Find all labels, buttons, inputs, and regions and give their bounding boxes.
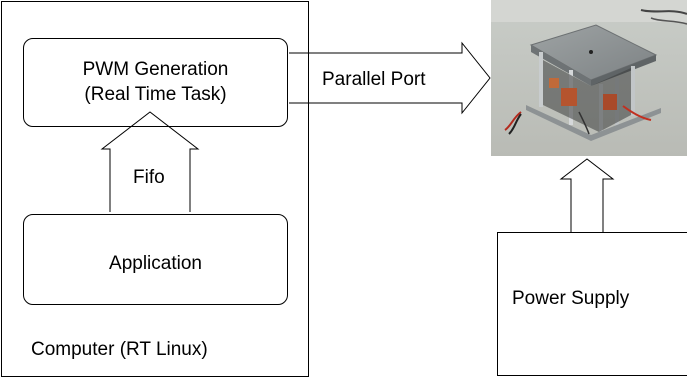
pwm-generation-box: PWM Generation (Real Time Task) xyxy=(23,38,288,127)
fifo-arrow xyxy=(100,111,200,212)
parallel-port-arrow xyxy=(289,41,491,115)
power-supply-box xyxy=(497,232,687,376)
hardware-platform-photo xyxy=(491,0,687,156)
hardware-platform-illustration xyxy=(491,0,687,156)
power-supply-label: Power Supply xyxy=(512,288,630,309)
parallel-port-label: Parallel Port xyxy=(322,69,426,90)
fifo-label: Fifo xyxy=(133,167,165,188)
pwm-generation-line2: (Real Time Task) xyxy=(84,84,227,105)
pwm-generation-line1: PWM Generation xyxy=(82,59,229,80)
application-box: Application xyxy=(23,214,288,305)
application-label: Application xyxy=(109,253,202,274)
power-supply-arrow xyxy=(559,158,615,232)
computer-label: Computer (RT Linux) xyxy=(31,339,208,360)
